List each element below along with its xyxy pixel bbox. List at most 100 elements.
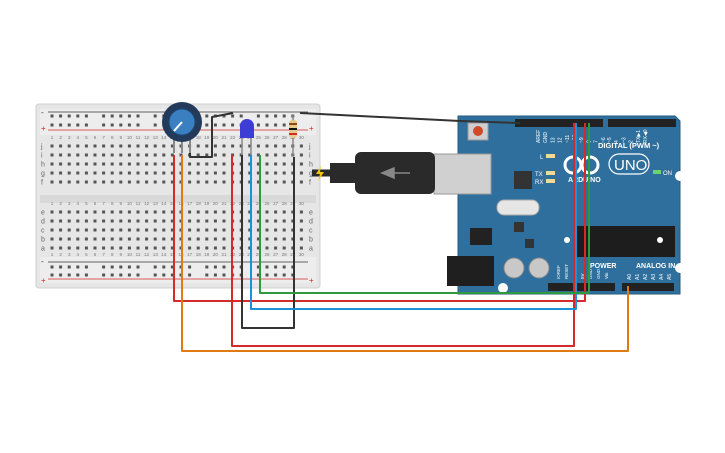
terminal-hole[interactable] (162, 228, 166, 232)
rail-hole[interactable] (222, 114, 226, 118)
wire-black-pot[interactable] (189, 112, 234, 158)
terminal-hole[interactable] (145, 210, 149, 214)
terminal-hole[interactable] (162, 153, 166, 157)
terminal-hole[interactable] (50, 210, 54, 214)
terminal-hole[interactable] (299, 210, 303, 214)
rail-hole[interactable] (222, 273, 226, 277)
terminal-hole[interactable] (162, 237, 166, 241)
terminal-hole[interactable] (196, 171, 200, 175)
rail-hole[interactable] (162, 265, 166, 269)
rail-hole[interactable] (84, 265, 88, 269)
terminal-hole[interactable] (265, 210, 269, 214)
terminal-hole[interactable] (222, 237, 226, 241)
terminal-hole[interactable] (145, 246, 149, 250)
terminal-hole[interactable] (136, 162, 140, 166)
terminal-hole[interactable] (282, 210, 286, 214)
rail-hole[interactable] (102, 265, 106, 269)
terminal-hole[interactable] (102, 246, 106, 250)
terminal-hole[interactable] (84, 171, 88, 175)
rail-hole[interactable] (239, 114, 243, 118)
terminal-hole[interactable] (50, 144, 54, 148)
terminal-hole[interactable] (84, 144, 88, 148)
terminal-hole[interactable] (256, 144, 260, 148)
rail-hole[interactable] (188, 265, 192, 269)
terminal-hole[interactable] (145, 162, 149, 166)
terminal-hole[interactable] (170, 153, 174, 157)
terminal-hole[interactable] (213, 144, 217, 148)
terminal-hole[interactable] (153, 171, 157, 175)
rail-hole[interactable] (213, 123, 217, 127)
terminal-hole[interactable] (282, 228, 286, 232)
terminal-hole[interactable] (84, 237, 88, 241)
rail-hole[interactable] (127, 123, 131, 127)
rail-hole[interactable] (76, 123, 80, 127)
terminal-hole[interactable] (282, 162, 286, 166)
rail-hole[interactable] (291, 265, 295, 269)
terminal-hole[interactable] (67, 144, 71, 148)
rail-hole[interactable] (84, 123, 88, 127)
terminal-hole[interactable] (291, 237, 295, 241)
terminal-hole[interactable] (256, 171, 260, 175)
rail-hole[interactable] (110, 123, 114, 127)
rail-hole[interactable] (282, 273, 286, 277)
terminal-hole[interactable] (110, 171, 114, 175)
usb-cable[interactable] (312, 152, 435, 194)
terminal-hole[interactable] (119, 237, 123, 241)
terminal-hole[interactable] (110, 162, 114, 166)
terminal-hole[interactable] (170, 144, 174, 148)
terminal-hole[interactable] (196, 246, 200, 250)
rail-hole[interactable] (205, 114, 209, 118)
terminal-hole[interactable] (188, 162, 192, 166)
terminal-hole[interactable] (119, 219, 123, 223)
terminal-hole[interactable] (282, 237, 286, 241)
terminal-hole[interactable] (76, 153, 80, 157)
terminal-hole[interactable] (291, 162, 295, 166)
terminal-hole[interactable] (119, 246, 123, 250)
terminal-hole[interactable] (145, 219, 149, 223)
rail-hole[interactable] (213, 265, 217, 269)
terminal-hole[interactable] (153, 237, 157, 241)
terminal-hole[interactable] (84, 153, 88, 157)
terminal-hole[interactable] (145, 144, 149, 148)
terminal-hole[interactable] (213, 237, 217, 241)
terminal-hole[interactable] (84, 219, 88, 223)
terminal-hole[interactable] (205, 162, 209, 166)
rail-hole[interactable] (256, 114, 260, 118)
terminal-hole[interactable] (265, 162, 269, 166)
terminal-hole[interactable] (127, 162, 131, 166)
rail-hole[interactable] (188, 273, 192, 277)
terminal-hole[interactable] (256, 162, 260, 166)
terminal-hole[interactable] (196, 144, 200, 148)
terminal-hole[interactable] (153, 180, 157, 184)
terminal-hole[interactable] (110, 180, 114, 184)
terminal-hole[interactable] (102, 162, 106, 166)
rail-hole[interactable] (231, 123, 235, 127)
terminal-hole[interactable] (265, 228, 269, 232)
terminal-hole[interactable] (213, 228, 217, 232)
terminal-hole[interactable] (67, 162, 71, 166)
rail-hole[interactable] (110, 114, 114, 118)
terminal-hole[interactable] (93, 210, 97, 214)
rail-hole[interactable] (84, 114, 88, 118)
rail-hole[interactable] (67, 265, 71, 269)
terminal-hole[interactable] (222, 219, 226, 223)
terminal-hole[interactable] (145, 237, 149, 241)
terminal-hole[interactable] (231, 144, 235, 148)
terminal-hole[interactable] (248, 237, 252, 241)
terminal-hole[interactable] (248, 180, 252, 184)
terminal-hole[interactable] (136, 228, 140, 232)
terminal-hole[interactable] (50, 219, 54, 223)
terminal-hole[interactable] (102, 228, 106, 232)
terminal-hole[interactable] (145, 228, 149, 232)
terminal-hole[interactable] (222, 246, 226, 250)
terminal-hole[interactable] (213, 246, 217, 250)
rail-hole[interactable] (256, 273, 260, 277)
terminal-hole[interactable] (119, 210, 123, 214)
rail-hole[interactable] (153, 123, 157, 127)
terminal-hole[interactable] (205, 180, 209, 184)
terminal-hole[interactable] (102, 171, 106, 175)
terminal-hole[interactable] (256, 228, 260, 232)
rail-hole[interactable] (127, 265, 131, 269)
terminal-hole[interactable] (188, 237, 192, 241)
